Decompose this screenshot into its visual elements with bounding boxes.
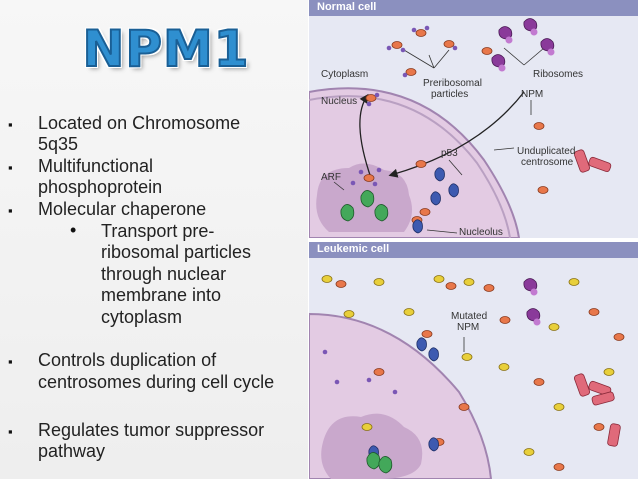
sub-bullet-line2: ribosomal particles	[101, 242, 252, 262]
bullet-phosphoprotein-line2: phosphoprotein	[38, 177, 163, 197]
npm-proteins	[363, 29, 549, 224]
leukemic-cell-illustration	[309, 275, 625, 479]
leukemic-cell-header-bar: Leukemic cell	[309, 242, 638, 258]
bullet-chromosome-line1: Located on Chromosome	[38, 113, 241, 133]
ribosome-highlights	[530, 288, 541, 326]
bullet-chromosome-line2: 5q35	[38, 134, 79, 154]
label-preribosomal-line1: Preribosomal	[423, 78, 482, 89]
bullet-tumor-line1: Regulates tumor suppressor	[38, 420, 265, 440]
bullet-marker: ▪	[8, 203, 13, 218]
bullet-marker: ▪	[8, 160, 13, 175]
normal-cell-panel: Normal cell Cytoplasm Nucleus Preribosom…	[309, 0, 638, 238]
normal-cell-header-bar: Normal cell	[309, 0, 638, 16]
ribosome-highlights	[498, 28, 555, 72]
p53-proteins	[412, 167, 459, 234]
sub-bullet-line1: Transport pre-	[101, 221, 215, 241]
label-nucleus: Nucleus	[321, 96, 358, 107]
slide-title: NPM1	[81, 19, 250, 79]
label-arf: ARF	[321, 172, 341, 183]
rrna-dots	[322, 349, 398, 395]
label-npm: NPM	[521, 89, 544, 100]
leukemic-cell-panel: Leukemic cell Mutated NPM	[309, 242, 638, 479]
leader-lines	[333, 47, 545, 234]
arf-proteins	[366, 452, 393, 474]
label-preribosomal-line2: particles	[431, 89, 469, 100]
sub-bullet-line5: cytoplasm	[101, 307, 183, 327]
bullet-centrosomes-line2: centrosomes during cell cycle	[38, 372, 275, 392]
label-mutated-line1: Mutated	[451, 311, 488, 322]
sub-bullet-marker: •	[70, 220, 77, 240]
unduplicated-centrosome	[573, 149, 612, 173]
label-unduplicated-line2: centrosome	[521, 157, 574, 168]
bullet-marker: ▪	[8, 117, 13, 132]
bullet-chaperone: Molecular chaperone	[38, 199, 207, 219]
mutated-npm-proteins	[321, 275, 615, 456]
label-p53: p53	[441, 148, 458, 159]
label-ribosomes: Ribosomes	[533, 69, 584, 80]
nuclear-envelope	[309, 95, 511, 238]
ribosomes	[523, 278, 541, 322]
label-mutated-line2: NPM	[457, 322, 480, 333]
duplicated-centrosomes	[573, 373, 621, 447]
rrna-dots	[350, 25, 458, 187]
label-nucleolus: Nucleolus	[459, 227, 503, 238]
bullet-marker: ▪	[8, 424, 13, 439]
bullet-centrosomes-line1: Controls duplication of	[38, 350, 217, 370]
sub-bullet-line4: membrane into	[101, 285, 222, 305]
label-cytoplasm: Cytoplasm	[321, 69, 369, 80]
bullet-marker: ▪	[8, 354, 13, 369]
bullet-phosphoprotein-line1: Multifunctional	[38, 156, 154, 176]
leukemic-cell-header: Leukemic cell	[317, 243, 390, 255]
label-unduplicated-line1: Unduplicated	[517, 146, 576, 157]
p53-proteins	[368, 337, 439, 460]
export-arrow	[359, 93, 372, 179]
bullet-tumor-line2: pathway	[38, 441, 106, 461]
arf-proteins	[340, 190, 389, 222]
normal-cell-header: Normal cell	[317, 1, 377, 13]
text-column: NPM1 ▪ Located on Chromosome 5q35 ▪ Mult…	[0, 0, 308, 479]
normal-cell-illustration	[309, 18, 612, 238]
sub-bullet-line3: through nuclear	[101, 264, 227, 284]
npm-proteins	[335, 280, 625, 471]
ribosomes	[491, 18, 555, 68]
import-arrow	[388, 91, 525, 178]
